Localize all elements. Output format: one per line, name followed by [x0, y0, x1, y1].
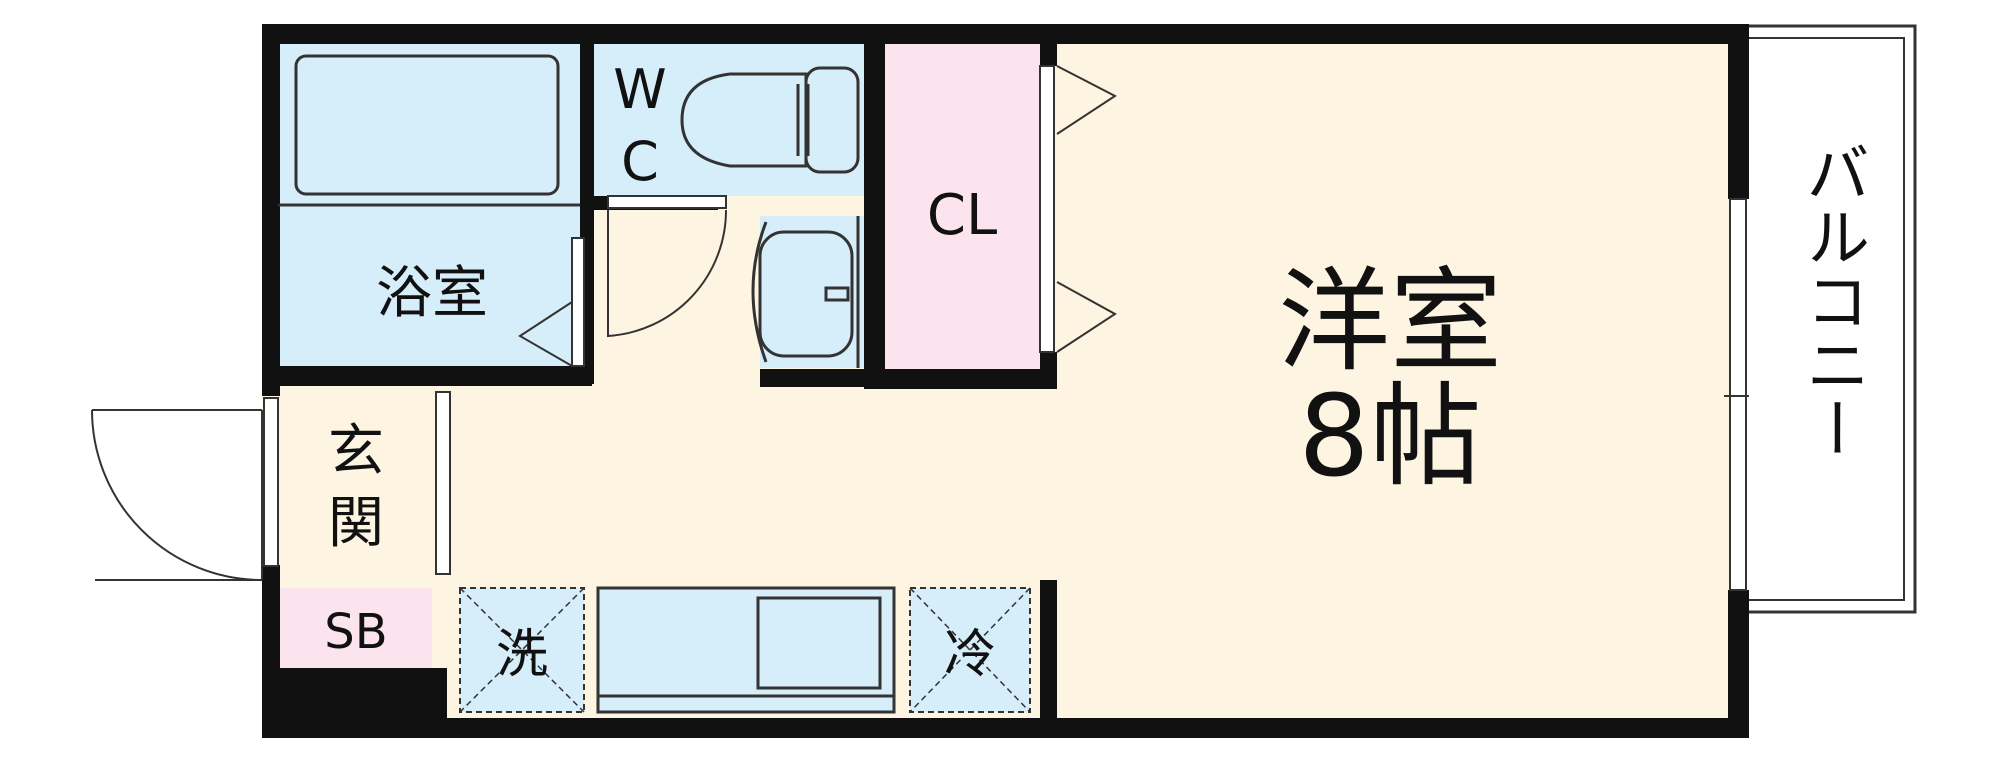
balcony-window[interactable] [1729, 198, 1747, 591]
entrance-label-top: 玄 [328, 419, 384, 484]
kitchen-counter [596, 586, 896, 714]
bathroom-door[interactable] [571, 237, 585, 367]
closet-floor [885, 44, 1040, 369]
walls [262, 24, 1749, 738]
closet-door[interactable] [1039, 65, 1055, 353]
bathtub [294, 54, 560, 196]
bathroom-label: 浴室 [376, 261, 488, 326]
fridge-space [909, 587, 1031, 713]
sink-area-floor [760, 216, 872, 368]
entrance-door-arc [91, 409, 263, 581]
wc-door-frame [607, 195, 727, 209]
washer-space [459, 587, 585, 713]
wc-label-line1: W [613, 58, 666, 121]
shoe-box-floor [280, 588, 432, 668]
washer-label: 洗 [496, 625, 548, 685]
entrance-door-frame [263, 397, 279, 567]
toilet-icon [680, 66, 860, 174]
shoe-box-label: SB [324, 604, 387, 660]
washbasin-icon [751, 216, 860, 368]
entrance-door-swing[interactable] [95, 410, 263, 581]
western-room-name: 洋室 [1278, 257, 1502, 387]
balcony-outline [1749, 24, 1917, 614]
wc-door-swing[interactable] [607, 209, 728, 338]
closet-door-arrow-bottom [1056, 281, 1117, 353]
closet-label: CL [927, 183, 997, 248]
western-room-size: 8帖 [1298, 372, 1481, 502]
entrance-label-bottom: 関 [328, 491, 384, 556]
balcony-inner-outline [1749, 37, 1905, 601]
closet-door-arrow-top [1056, 65, 1117, 135]
fridge-label: 冷 [944, 625, 996, 685]
wc-label-line2: C [621, 130, 659, 193]
balcony-label: バルコニー [1795, 140, 1869, 460]
entrance-step [435, 391, 451, 575]
bathroom-door-arrow [518, 301, 573, 367]
